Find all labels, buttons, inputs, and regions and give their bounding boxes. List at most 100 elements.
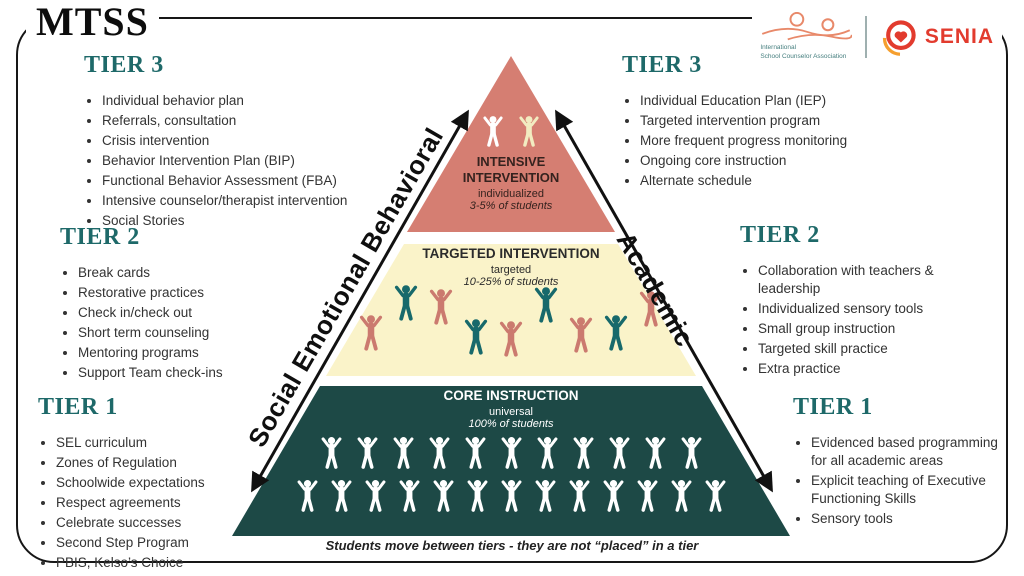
tier-subtitle: targeted [490,264,532,276]
tier-name: TARGETED INTERVENTION [422,246,600,261]
isca-name-line2: School Counselor Association [760,52,847,60]
person-icon [391,282,421,324]
person-icon [426,434,453,472]
person-icon [534,434,561,472]
tier2-list: Break cardsRestorative practicesCheck in… [60,264,360,382]
person-icon [430,476,457,516]
person-icon [642,434,669,472]
person-icon [328,476,355,516]
bottom-caption: Students move between tiers - they are n… [325,538,699,553]
list-item: Second Step Program [56,534,318,552]
list-item: SEL curriculum [56,434,318,452]
person-icon [396,476,423,516]
intensive-label-block: INTENSIVE INTERVENTION individualized 3-… [232,154,790,212]
list-item: Sensory tools [811,510,1005,528]
tier3-heading: TIER 3 [622,52,702,78]
list-item: Small group instruction [758,320,992,338]
person-icon [294,476,321,516]
mtss-pyramid: INTENSIVE INTERVENTION individualized 3-… [232,56,790,536]
tier1-heading: TIER 1 [38,394,118,420]
list-item: Evidenced based programming for all acad… [811,434,1005,470]
person-icon [606,434,633,472]
person-icon [390,434,417,472]
panel-left-tier1: TIER 1 SEL curriculumZones of Regulation… [38,394,318,574]
list-item: Individual Education Plan (IEP) [640,92,952,110]
tier-name: INTENSIVE INTERVENTION [462,154,560,185]
logo-bar: International School Counselor Associati… [752,8,1002,66]
tier1-list: SEL curriculumZones of RegulationSchoolw… [38,434,318,572]
list-item: Crisis intervention [102,132,424,150]
tier-percent: 10-25% of students [463,276,559,288]
person-icon [668,476,695,516]
person-icon [496,318,526,360]
list-item: Collaboration with teachers & leadership [758,262,992,298]
senia-logo: SENIA [880,17,994,57]
list-item: Restorative practices [78,284,360,302]
page-title: MTSS [26,0,159,44]
person-icon [601,312,631,354]
list-item: Respect agreements [56,494,318,512]
list-item: Targeted skill practice [758,340,992,358]
tier-percent: 3-5% of students [469,200,553,213]
person-icon [600,476,627,516]
senia-name: SENIA [924,24,994,48]
person-icon [570,434,597,472]
panel-right-tier2: TIER 2 Collaboration with teachers & lea… [740,222,992,380]
person-icon [362,476,389,516]
person-icon [480,114,506,149]
person-icon [531,284,561,326]
person-icon [516,114,542,149]
person-icon [354,434,381,472]
isca-figures-icon [762,12,853,41]
core-figures-row2 [232,476,790,516]
intensive-figures [232,114,790,149]
person-icon [678,434,705,472]
list-item: Zones of Regulation [56,454,318,472]
tier-name: CORE INSTRUCTION [443,388,579,403]
tier1-heading: TIER 1 [793,394,873,420]
list-item: Individual behavior plan [102,92,424,110]
list-item: Individualized sensory tools [758,300,992,318]
tier2-list: Collaboration with teachers & leadership… [740,262,992,378]
core-label-block: CORE INSTRUCTION universal 100% of stude… [232,388,790,430]
person-icon [566,476,593,516]
list-item: Explicit teaching of Executive Functioni… [811,472,1005,508]
list-item: Social Stories [102,212,424,230]
tier3-heading: TIER 3 [84,52,164,78]
tier-subtitle: individualized [477,188,545,201]
tier-subtitle: universal [488,406,534,418]
person-icon [462,434,489,472]
panel-right-tier1: TIER 1 Evidenced based programming for a… [793,394,1005,530]
isca-logo: International School Counselor Associati… [760,12,853,62]
list-item: Short term counseling [78,324,360,342]
isca-name-line1: International [760,44,797,51]
list-item: Support Team check-ins [78,364,360,382]
list-item: Schoolwide expectations [56,474,318,492]
tier2-heading: TIER 2 [60,224,140,250]
person-icon [532,476,559,516]
person-icon [498,434,525,472]
list-item: PBIS, Kelso’s Choice [56,554,318,572]
person-icon [426,286,456,328]
person-icon [702,476,729,516]
logo-separator [865,15,867,58]
person-icon [356,312,386,354]
panel-left-tier2: TIER 2 Break cardsRestorative practicesC… [60,224,360,384]
list-item: Extra practice [758,360,992,378]
person-icon [461,316,491,358]
list-item: Behavior Intervention Plan (BIP) [102,152,424,170]
list-item: Referrals, consultation [102,112,424,130]
person-icon [634,476,661,516]
person-icon [318,434,345,472]
person-icon [498,476,525,516]
core-figures-row1 [232,434,790,472]
list-item: Break cards [78,264,360,282]
list-item: Check in/check out [78,304,360,322]
tier-percent: 100% of students [468,418,554,430]
list-item: Celebrate successes [56,514,318,532]
person-icon [566,314,596,356]
senia-heart-icon [882,20,916,56]
isca-name: International School Counselor Associati… [760,44,846,62]
outer-frame-border [16,17,1008,563]
